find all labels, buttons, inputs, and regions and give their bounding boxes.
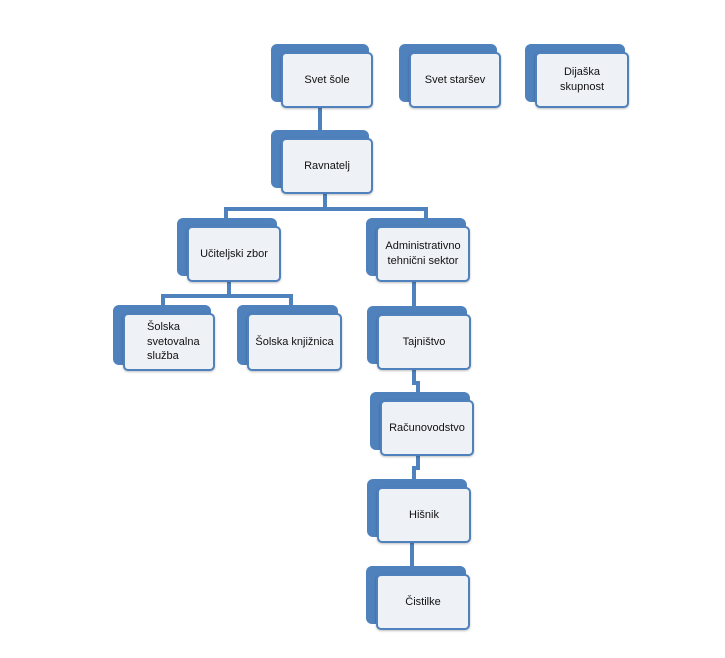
node-label: Dijaška skupnost <box>559 66 605 93</box>
node-label: Računovodstvo <box>389 421 465 434</box>
node-label: Tajništvo <box>402 335 446 348</box>
node-svet-sole: Svet šole <box>271 44 373 108</box>
node-svet-starsev: Svet staršev <box>399 44 501 108</box>
node-solska-svetovalna: Šolska svetovalna služba <box>113 305 215 371</box>
node-ravnatelj: Ravnatelj <box>271 130 373 194</box>
node-label: Čistilke <box>405 595 441 608</box>
connector-racunovodstvo-hisnik <box>412 455 420 482</box>
node-label: Hišnik <box>409 508 439 521</box>
node-hisnik: Hišnik <box>367 479 471 543</box>
node-tajnistvo: Tajništvo <box>367 306 471 370</box>
node-label: Šolska svetovalna služba <box>147 320 200 363</box>
node-label: Svet staršev <box>424 73 486 86</box>
node-solska-knjiznica: Šolska knjižnica <box>237 305 342 371</box>
node-dijaska-skupnost: Dijaška skupnost <box>525 44 629 108</box>
node-label: Ravnatelj <box>304 159 350 172</box>
node-label: Učiteljski zbor <box>200 247 268 260</box>
node-cistilke: Čistilke <box>366 566 470 630</box>
connector-tajnistvo-racunovodstvo <box>412 368 420 395</box>
node-label: Administrativno tehnični sektor <box>385 240 461 267</box>
node-label: Svet šole <box>304 73 350 86</box>
node-administrativno: Administrativno tehnični sektor <box>366 218 470 282</box>
node-label: Šolska knjižnica <box>255 335 334 348</box>
node-racunovodstvo: Računovodstvo <box>370 392 474 456</box>
node-uciteljski-zbor: Učiteljski zbor <box>177 218 281 282</box>
